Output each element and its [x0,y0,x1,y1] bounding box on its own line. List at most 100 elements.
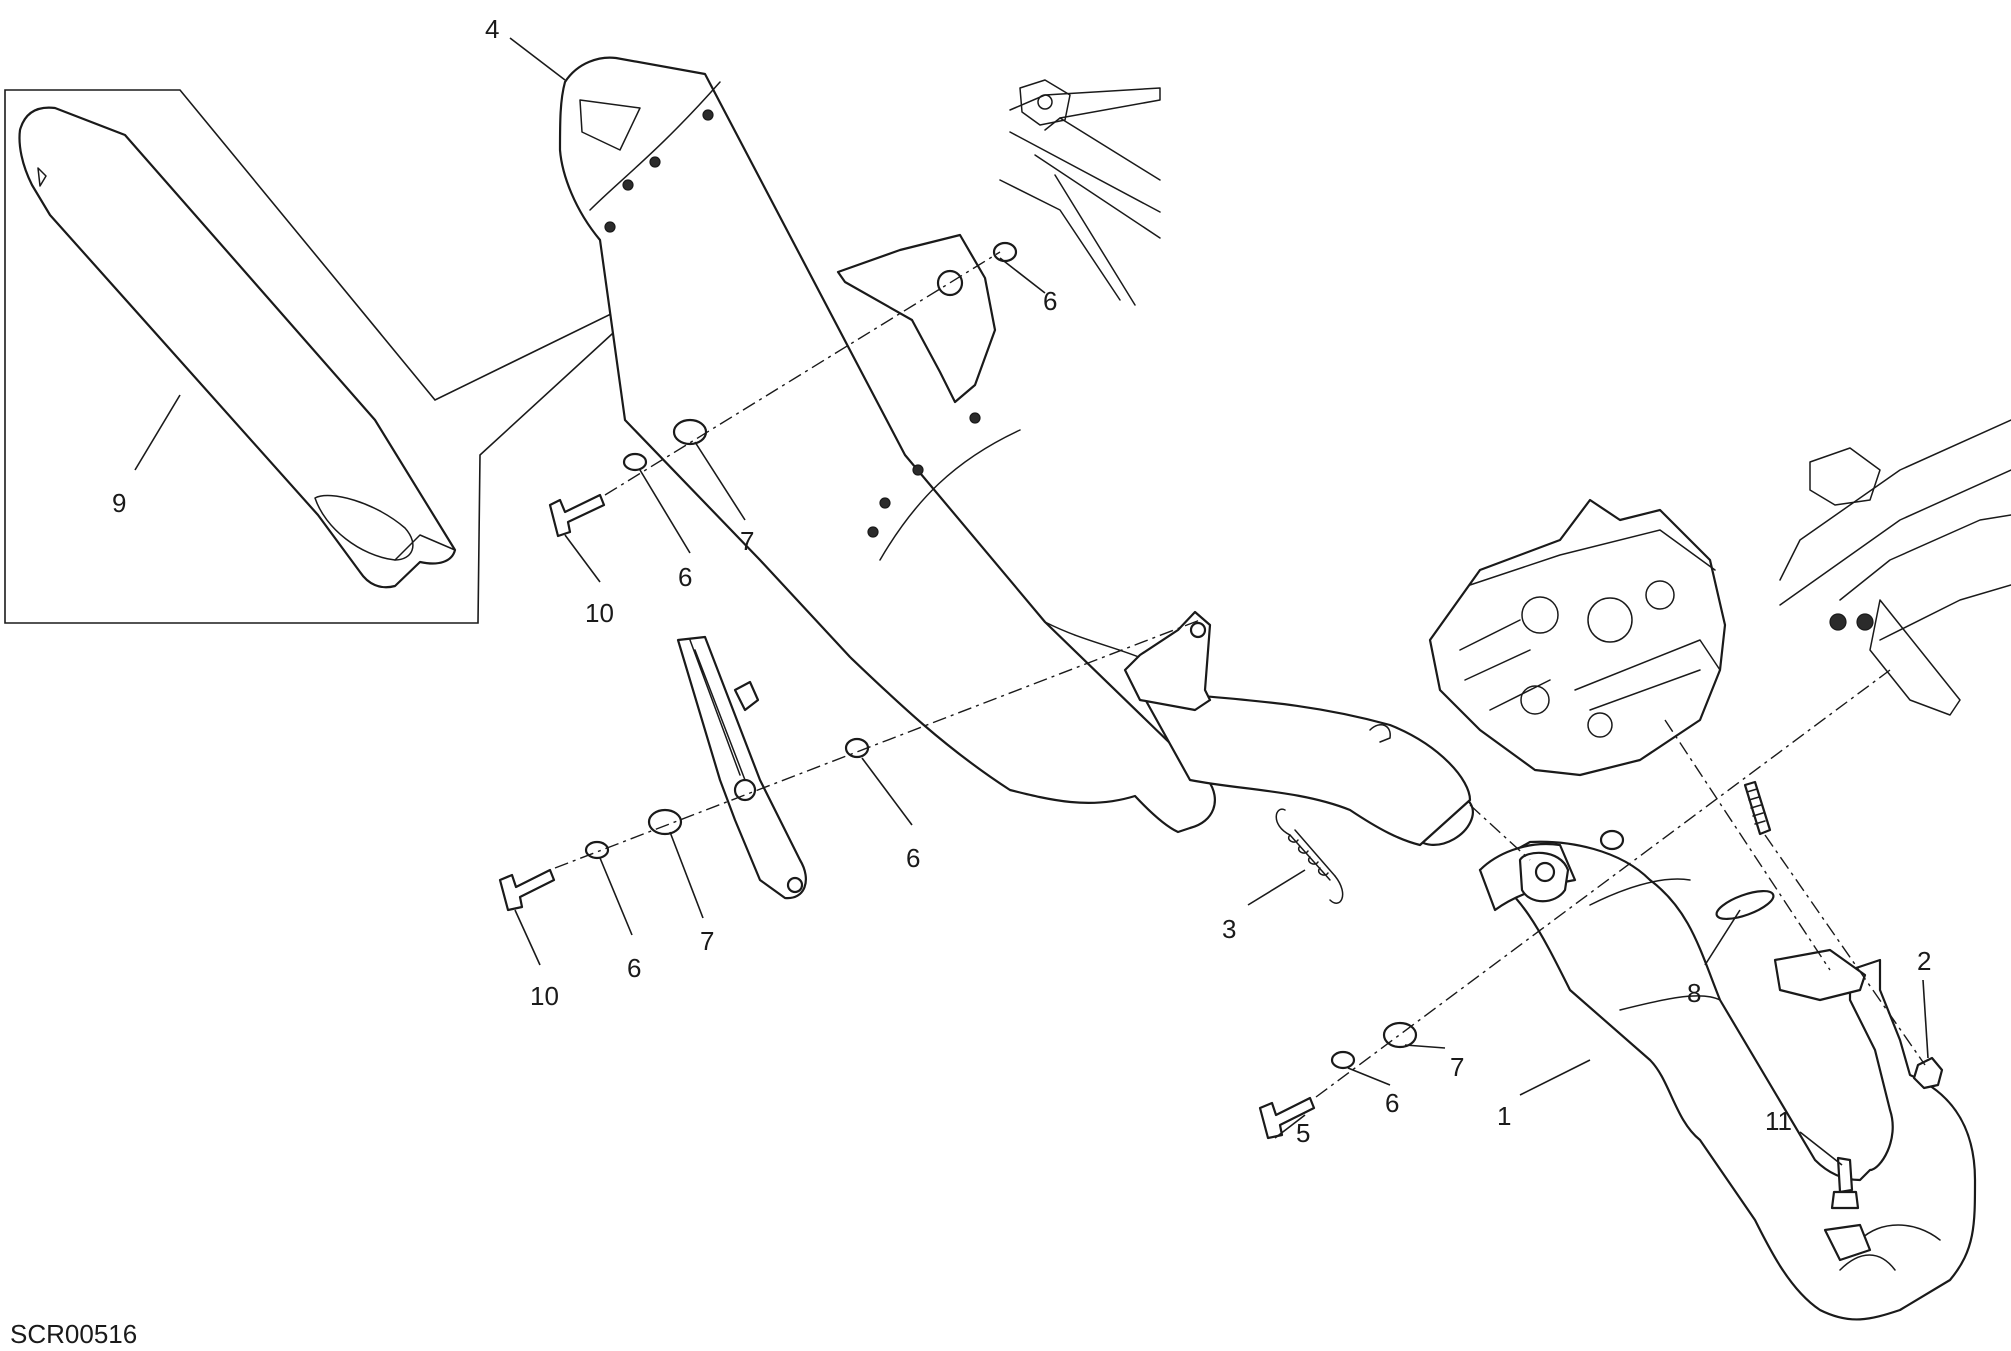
callouts: 4 9 6 6 7 10 6 7 6 10 3 8 2 7 6 1 5 11 [112,14,1931,1148]
bolt-10-upper [548,493,606,538]
drawing-code: SCR00516 [10,1319,137,1349]
silencer-rivet [702,109,714,121]
washer-6-upper-b [992,241,1018,263]
silencer-upper-bracket-hole [936,269,964,297]
axis-header-to-silencer [1469,804,1531,861]
washer-6-middle-b [844,737,870,759]
leader-11 [1799,1131,1843,1166]
cylinder-head-top-flange [1469,529,1716,586]
silencer-rivet [649,156,661,168]
footpeg-hanger-hole [786,876,804,894]
silencer-rivet [867,526,879,538]
leader-6e [1347,1067,1391,1086]
leader-9 [134,394,181,471]
leader-5 [1274,1114,1306,1139]
flange-nut [1912,1056,1944,1090]
header-heat-band [1589,878,1941,1271]
cylinder-head-port [1645,580,1675,610]
assembly-axes [554,251,1926,1098]
silencer-rivet [969,412,981,424]
callout-6: 6 [1385,1088,1399,1118]
silencer-variant-endcap [394,534,456,561]
silencer [558,56,1474,847]
silencer-variant-body [18,106,457,589]
cylinder-head-port [1587,597,1633,643]
silencer-variant-logo [37,167,47,187]
exhaust-stud [1743,780,1772,836]
silencer-inlet-pipe [1138,688,1472,847]
callout-2: 2 [1917,946,1931,976]
callout-8: 8 [1687,978,1701,1008]
callout-9: 9 [112,488,126,518]
silencer-variant-outlet [314,494,414,561]
fasteners-middle [498,737,870,912]
leader-7a [694,441,746,521]
washer-6-upper-a [622,452,648,472]
leader-7b [669,831,704,919]
spring-hook-top [1275,808,1291,836]
axis-lower [1315,669,1891,1098]
header-mount-bracket-hole [1534,861,1556,883]
bolt-10-middle [498,868,556,912]
axis-middle [554,619,1201,869]
callout-10: 10 [585,598,614,628]
leader-3 [1247,869,1306,906]
callout-3: 3 [1222,914,1236,944]
spring-hook-bottom [1329,875,1344,904]
frame-swingarm-upper [1779,419,2011,606]
frame-tab-top-hole [1037,94,1053,110]
cylinder-head-fins [1459,619,1551,711]
header-sensor-boss [1823,1223,1872,1262]
washer-6-lower-a [1330,1050,1356,1070]
inset-frame [4,89,661,624]
frame-right-bolt [1856,613,1874,631]
leader-10b [514,909,541,966]
footpeg-hanger-tab [733,680,760,712]
lambda-sensor [1830,1156,1860,1210]
cylinder-head-port [1520,685,1550,715]
exhaust-stud-thread [1746,788,1766,825]
bolt-5 [1258,1096,1316,1140]
frame-tab-top [1019,79,1071,126]
callout-6: 6 [906,843,920,873]
exhaust-gasket [1715,889,1775,921]
spring [1275,808,1344,904]
leader-6d [599,857,633,936]
cylinder-head-port [1521,596,1559,634]
frame-tube-top-1 [1009,87,1161,131]
bush-7-upper [672,418,708,446]
leader-6a [999,257,1046,294]
callout-5: 5 [1296,1118,1310,1148]
silencer-rivet [604,221,616,233]
callout-7: 7 [1450,1052,1464,1082]
footpeg-hanger-rib [689,639,746,781]
silencer-rivet [622,179,634,191]
callout-1: 1 [1497,1101,1511,1131]
frame-swingarm-lower [1839,514,2011,641]
axis-upper [604,251,1001,496]
silencer-body [558,56,1216,834]
silencer-rivet [912,464,924,476]
leader-1 [1519,1059,1591,1096]
axis-nut [1764,834,1926,1066]
leader-7c [1404,1044,1446,1049]
axis-stud [1664,719,1831,971]
leader-10a [564,534,601,583]
frame-tube-top-3 [999,117,1161,306]
callout-7: 7 [700,926,714,956]
silencer-endcap-vent [579,99,641,151]
silencer-endcap-line [589,81,721,211]
stud-nut [1743,780,1944,1090]
footpeg-hanger-body [676,635,807,900]
washer-6-lower-b [1599,829,1625,851]
leader-lines [134,37,1929,1166]
silencer-lower-bracket-hole [1189,621,1207,639]
cylinder-head [1428,498,1727,777]
callout-7: 7 [740,526,754,556]
silencer-rivet [879,497,891,509]
fasteners-upper [548,241,1018,538]
cylinder-head-body [1428,498,1727,777]
frame-right-tab [1809,447,1881,506]
inset-silencer-variant [4,89,661,624]
footpeg-hanger-hole [733,778,757,802]
